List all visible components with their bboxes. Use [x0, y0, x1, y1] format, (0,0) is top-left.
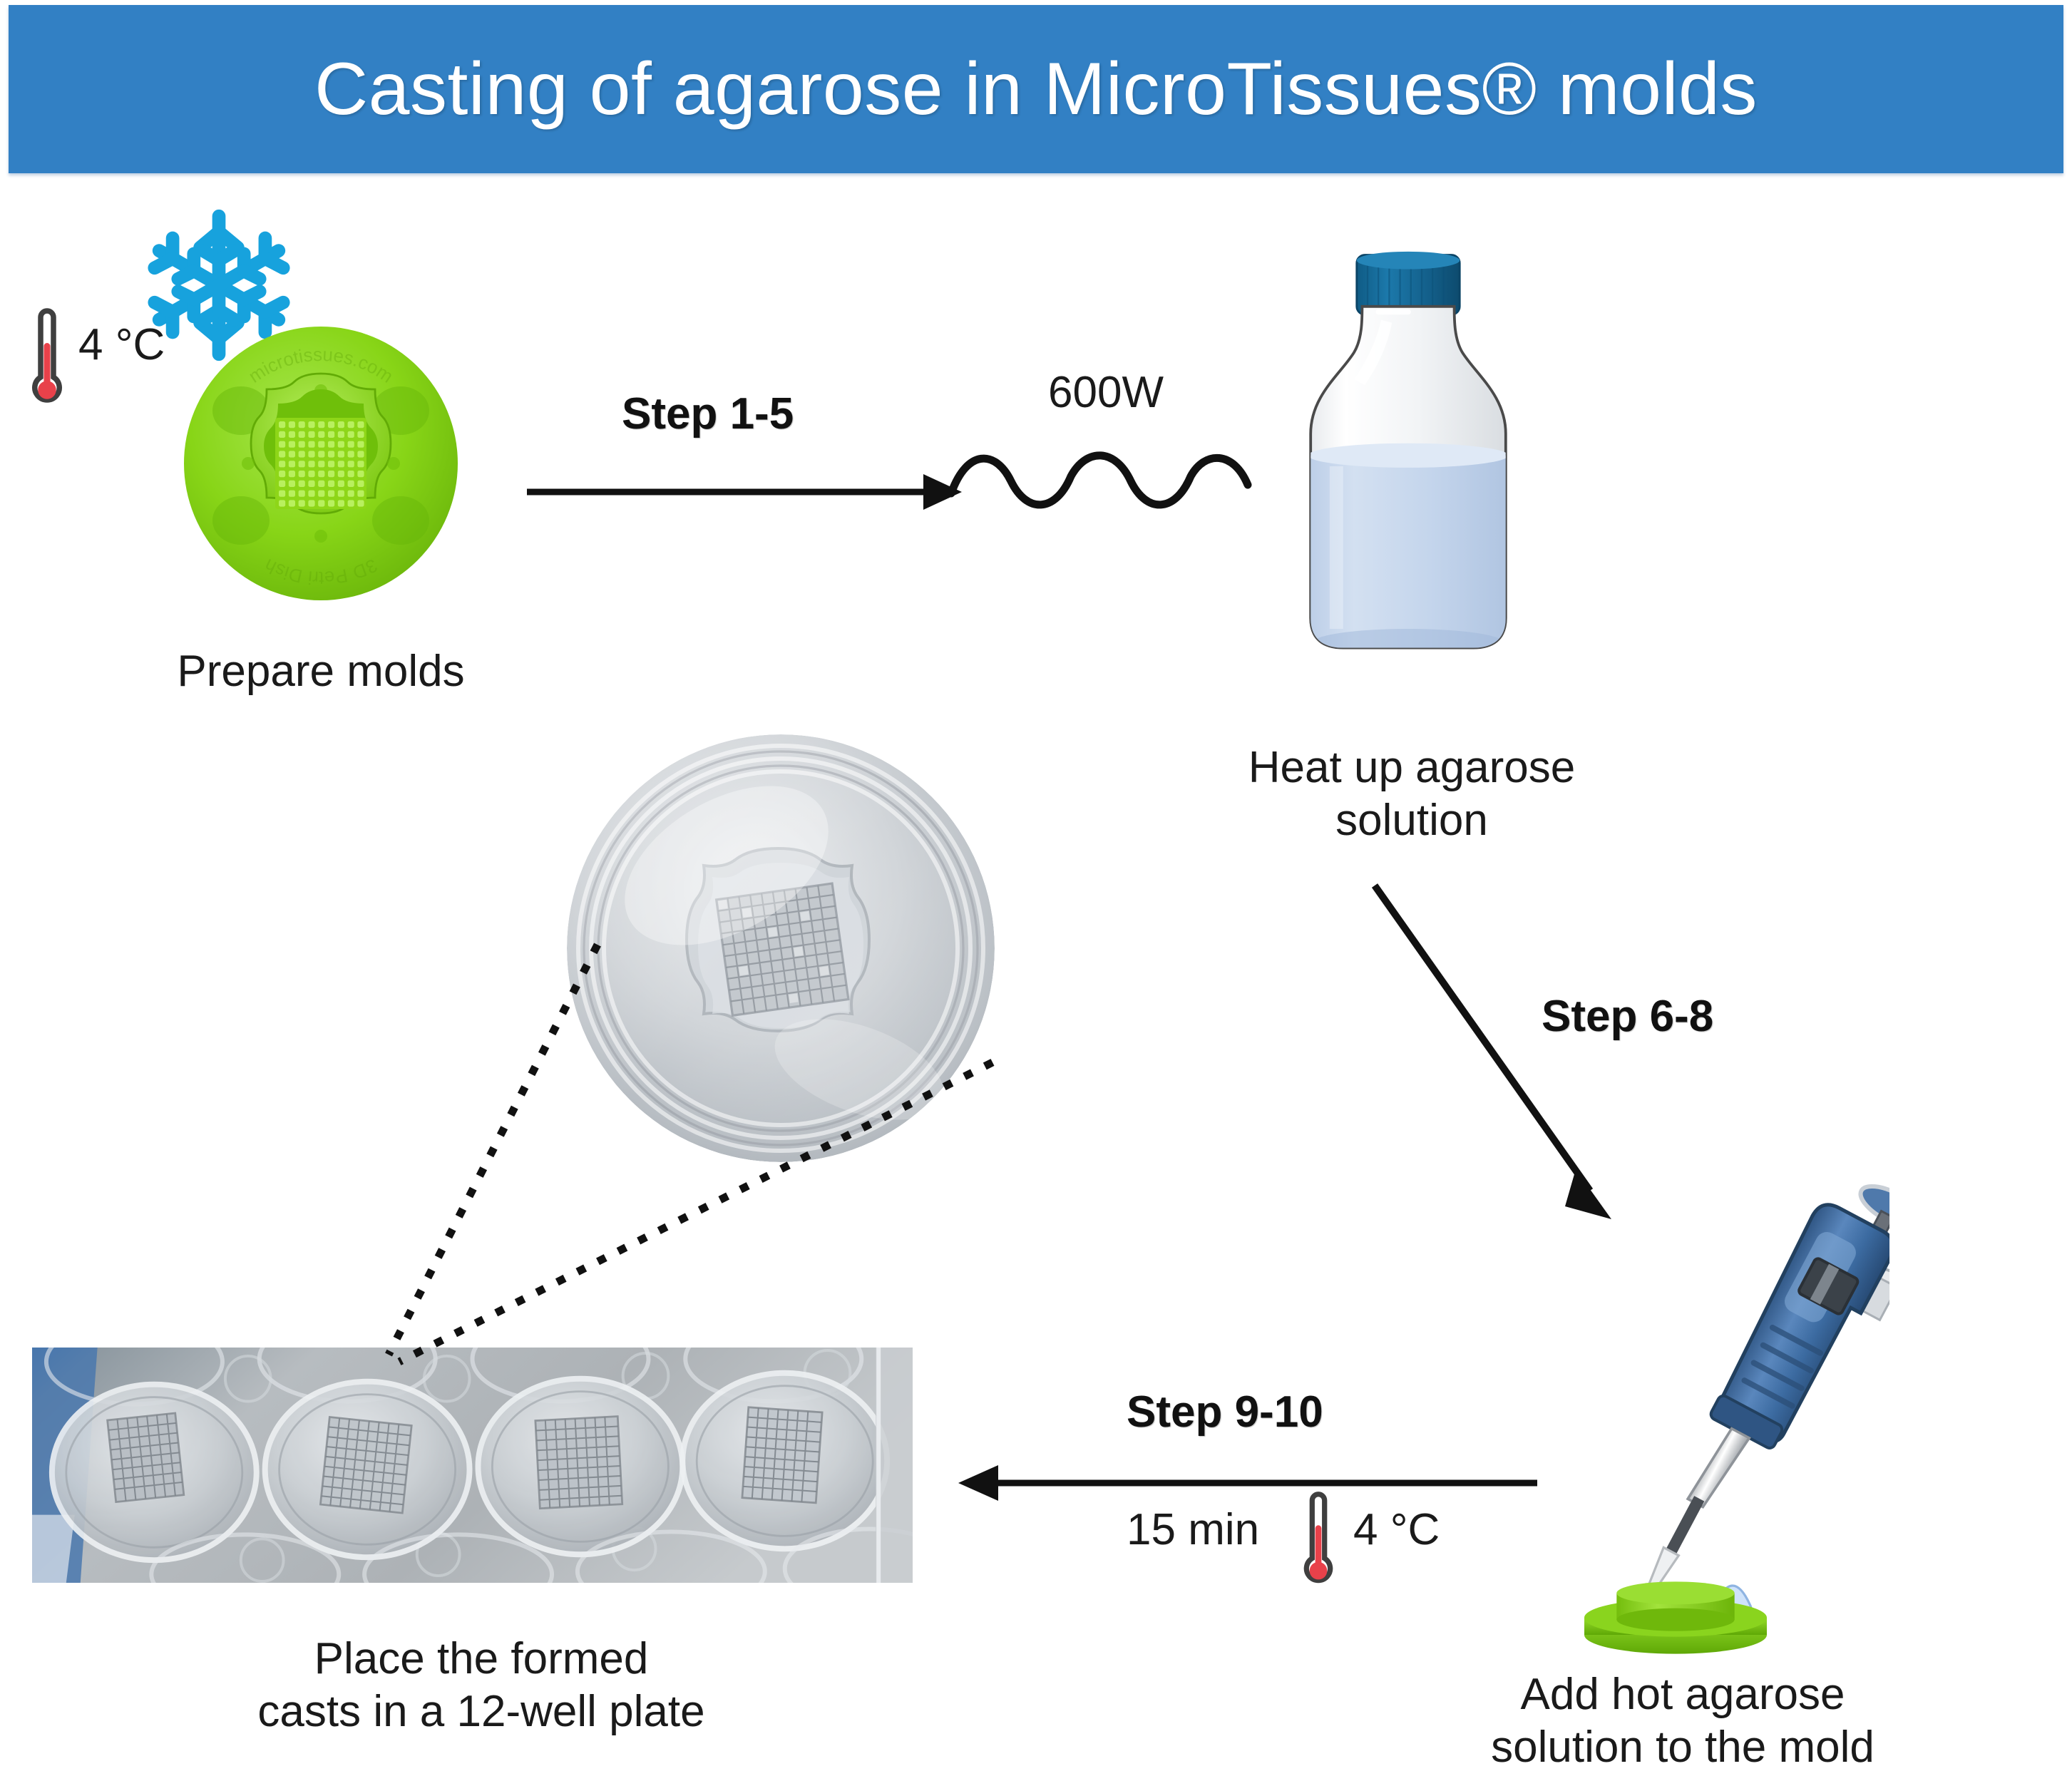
- arrow-step-1-5: [527, 474, 962, 510]
- page-title: Casting of agarose in MicroTissues® mold…: [314, 47, 1758, 130]
- arrow-step-9-10: [958, 1465, 1537, 1501]
- photo-12-well-plate: [32, 1348, 913, 1583]
- figure-title-banner: Casting of agarose in MicroTissues® mold…: [9, 5, 2063, 173]
- photo-agarose-cast-closeup: [567, 734, 995, 1162]
- temperature-label-cold-bottom: 4 °C: [1353, 1505, 1440, 1554]
- agarose-mold-side-view: [1584, 1581, 1767, 1654]
- arrow-step-6-8: [1371, 883, 1611, 1219]
- agarose-bottle: [1309, 251, 1507, 650]
- agarose-mold-top-view: microtissues.com 3D Petri Dish: [184, 327, 458, 600]
- microwave-power-label: 600W: [1048, 368, 1164, 417]
- thermometer-icon-cold-bottom: [1303, 1492, 1333, 1584]
- thermometer-icon-cold-top: [32, 308, 62, 403]
- caption-heat-agarose: Heat up agarose solution: [1248, 743, 1576, 846]
- temperature-label-cold-top: 4 °C: [78, 320, 165, 369]
- caption-add-agarose: Add hot agarose solution to the mold: [1491, 1670, 1874, 1772]
- caption-prepare-molds: Prepare molds: [177, 647, 465, 696]
- snowflake-icon: [148, 209, 290, 361]
- step-label-9-10: Step 9-10: [1127, 1387, 1323, 1437]
- step-label-6-8: Step 6-8: [1542, 992, 1714, 1041]
- caption-place-casts: Place the formed casts in a 12-well plat…: [257, 1634, 705, 1737]
- step-label-1-5: Step 1-5: [622, 389, 794, 438]
- chill-time-label: 15 min: [1127, 1505, 1260, 1554]
- microwave-wave-icon: [948, 451, 1252, 509]
